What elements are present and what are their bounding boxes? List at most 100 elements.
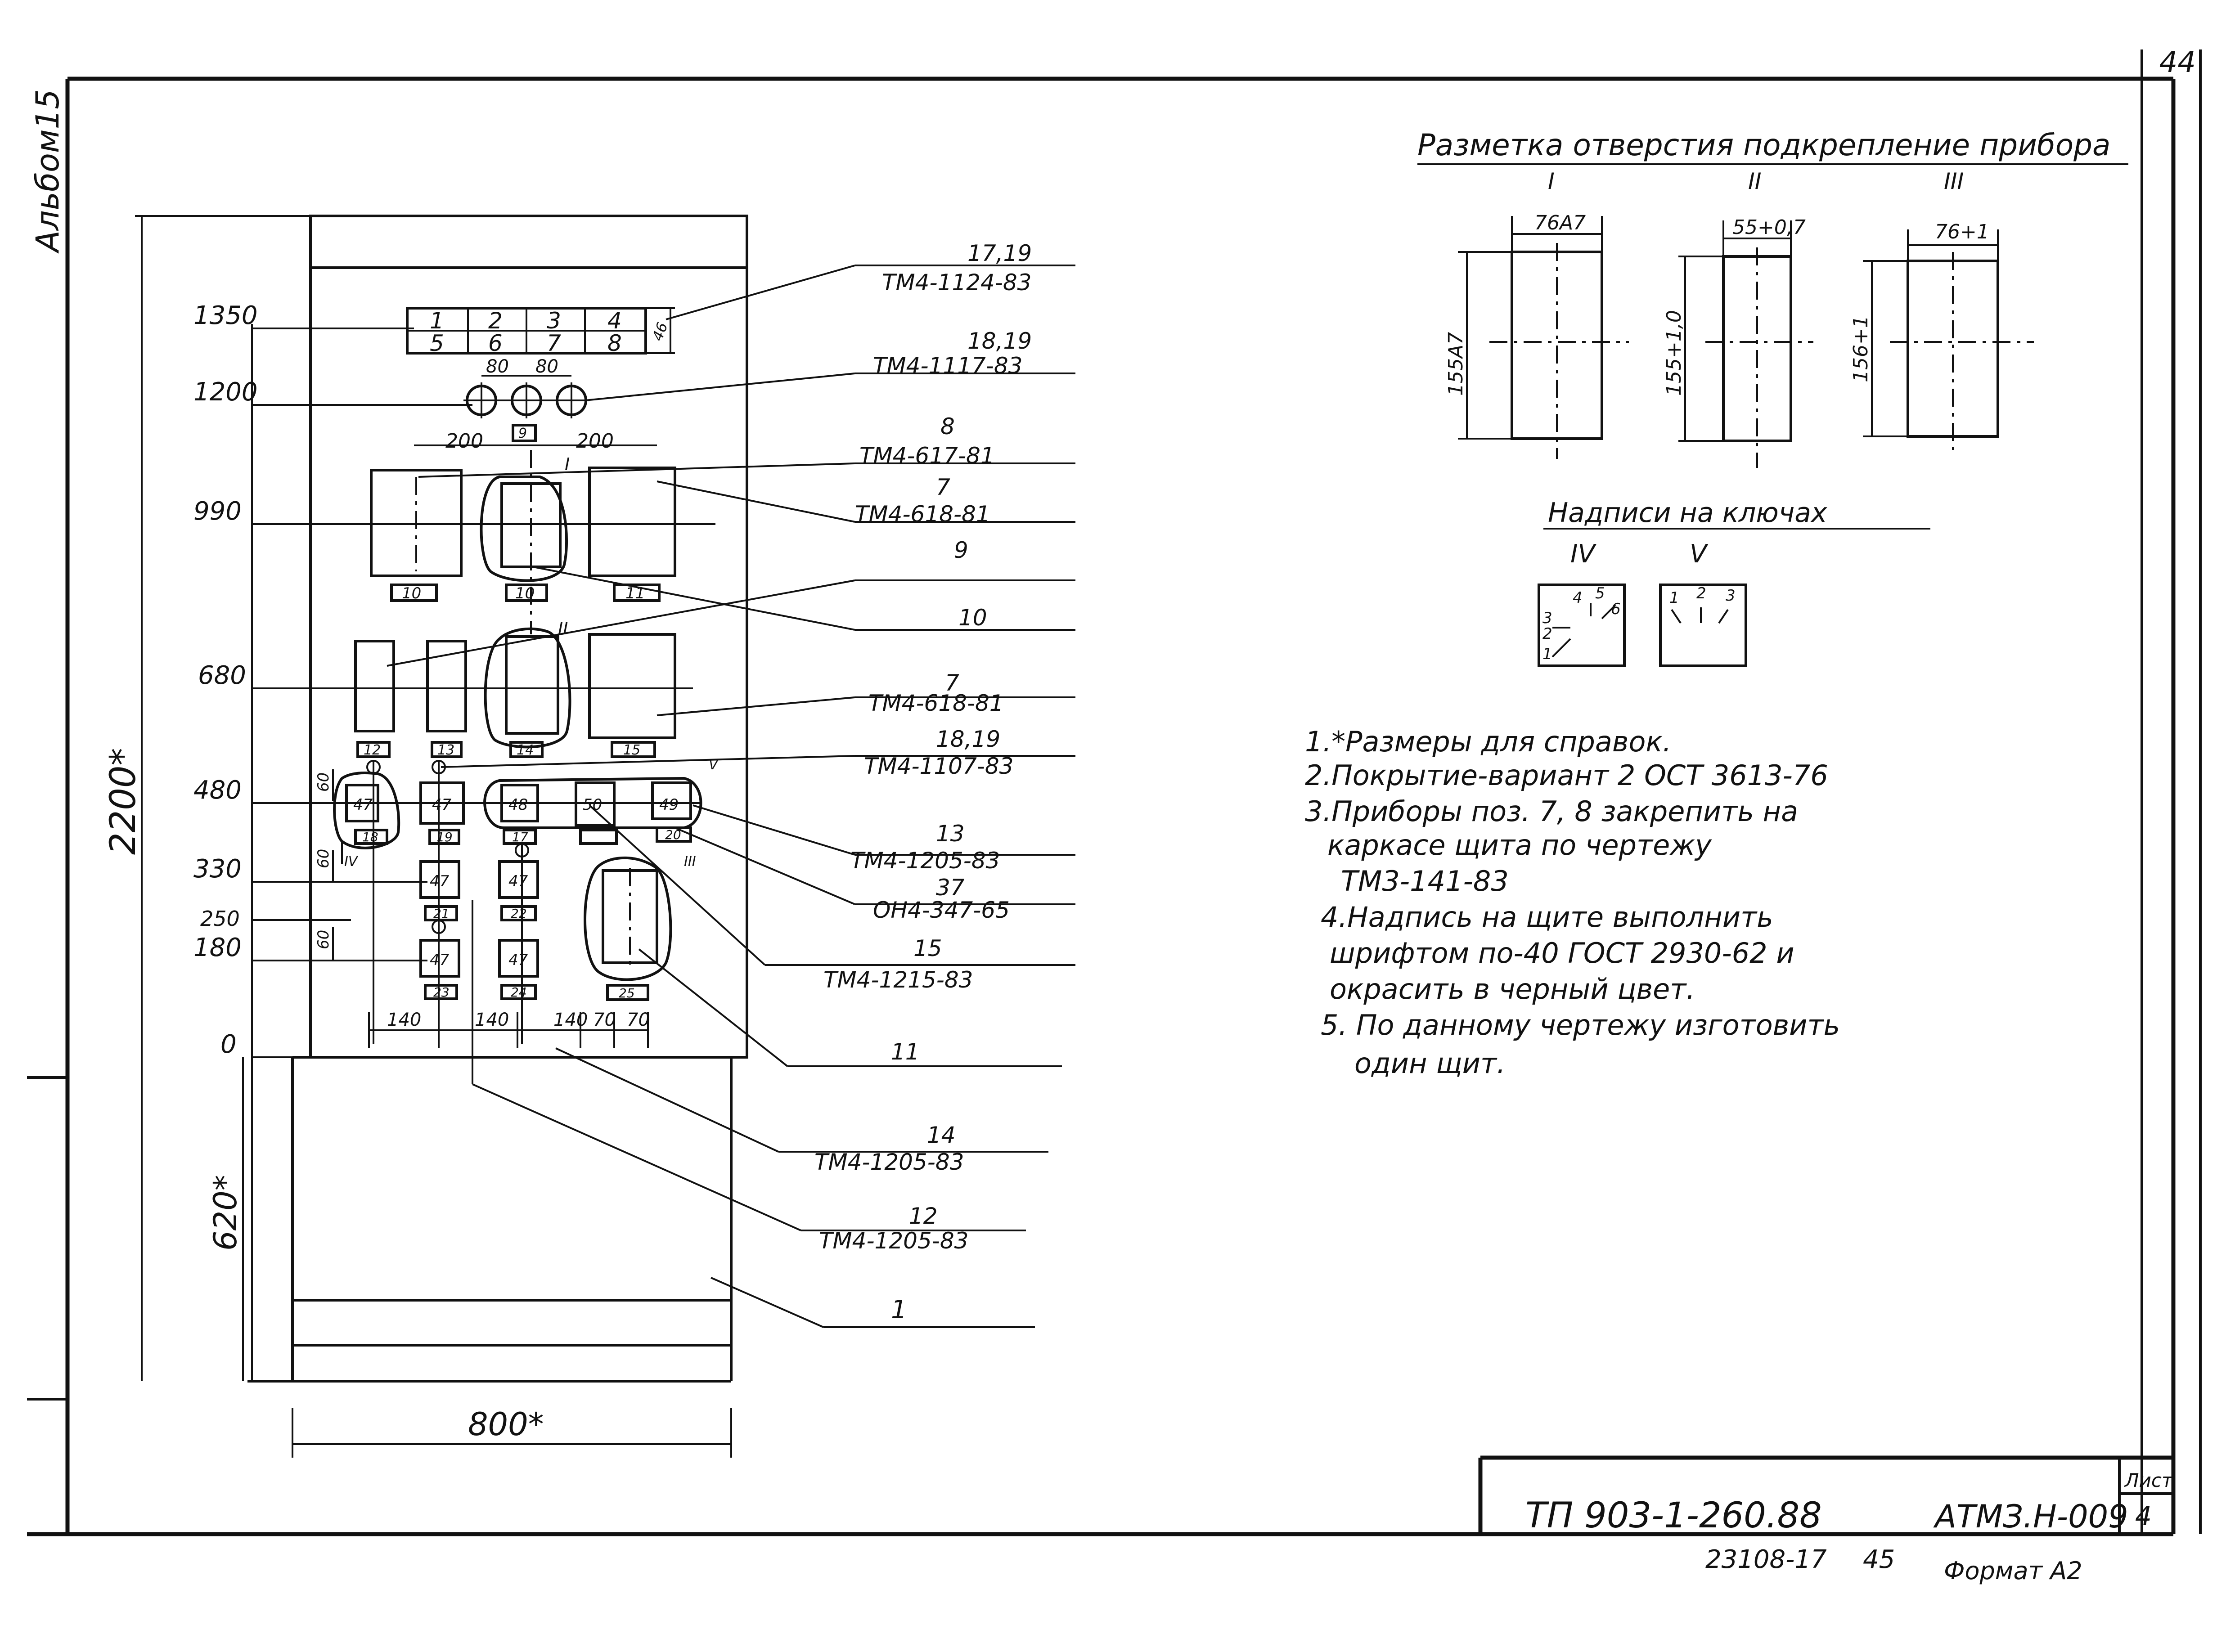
drawing-code: АТМЗ.Н-009 — [1933, 1498, 2128, 1535]
tag-10-left: 10 — [402, 584, 421, 602]
dim-140a: 140 — [387, 1010, 421, 1030]
key-IV-mark-4: 4 — [1573, 589, 1583, 607]
top-strip — [406, 307, 675, 355]
callout-code-11: ТМ4-1215-83 — [823, 967, 973, 993]
key-IV-mark-2: 2 — [1542, 625, 1552, 643]
strip-cell-4: 4 — [607, 308, 622, 334]
callout-code-10: ОН4-347-65 — [873, 897, 1010, 923]
cutout-I-roman: I — [1548, 168, 1555, 194]
list-number: 4 — [2135, 1501, 2152, 1531]
callout-code-8: ТМ4-1107-83 — [864, 753, 1013, 779]
callout-code-3: ТМ4-617-81 — [859, 443, 995, 469]
cutout-II-height: 155+1,0 — [1663, 310, 1686, 396]
callout-pos-12: 11 — [891, 1039, 920, 1065]
ref-IV-mark: IV — [344, 854, 359, 870]
device-47-e: 47 — [430, 951, 450, 969]
tag-19: 19 — [436, 830, 453, 844]
cutout-III — [1863, 229, 2034, 450]
key-V-roman: V — [1690, 539, 1709, 569]
callout-code-14: ТМ4-1205-83 — [819, 1228, 968, 1254]
key-V-mark-1: 1 — [1669, 589, 1679, 607]
callout-pos-13: 14 — [927, 1122, 956, 1148]
callout-pos-15: 1 — [891, 1295, 907, 1324]
callout-pos-7: 7 — [945, 670, 959, 696]
callout-pos-3: 8 — [940, 413, 955, 440]
tag-24: 24 — [511, 985, 527, 1000]
note-5-line-2: один щит. — [1354, 1047, 1506, 1080]
callout-code-9: ТМ4-1205-83 — [850, 848, 1000, 874]
ref-II-mark: II — [558, 619, 568, 638]
keys-title: Надписи на ключах — [1548, 497, 1827, 529]
level-680: 680 — [198, 661, 246, 690]
level-250: 250 — [200, 907, 240, 931]
strip-cell-6: 6 — [488, 330, 503, 356]
sheet-frame — [27, 49, 2202, 1536]
level-180: 180 — [193, 933, 242, 962]
callout-pos-2: 18,19 — [967, 328, 1032, 354]
level-0: 0 — [220, 1030, 237, 1059]
callout-code-4: ТМ4-618-81 — [855, 501, 990, 527]
ref-V-mark: V — [709, 757, 719, 773]
strip-cell-3: 3 — [547, 308, 561, 334]
cutout-I-width: 76А7 — [1534, 211, 1586, 234]
cutout-III-width: 76+1 — [1935, 220, 1989, 243]
strip-cell-2: 2 — [488, 308, 503, 334]
notes: 1.*Размеры для справок. 2.Покрытие-вариа… — [1305, 725, 1840, 1080]
device-47-c: 47 — [430, 872, 450, 890]
tag-17: 17 — [512, 830, 528, 844]
dim-70a: 70 — [593, 1010, 616, 1030]
leader-lines — [387, 265, 1075, 1328]
callout-code-7: ТМ4-618-81 — [868, 690, 1004, 716]
device-50: 50 — [583, 796, 602, 814]
cutouts-title: Разметка отверстия подкрепление прибора — [1417, 128, 2110, 162]
level-990: 990 — [193, 497, 242, 526]
dim-60c: 60 — [315, 930, 333, 949]
ref-I-mark: I — [565, 454, 570, 474]
dim-80b: 80 — [535, 356, 558, 377]
album-label: Альбом15 — [29, 89, 66, 254]
key-IV — [1538, 584, 1626, 667]
note-3-line-2: каркасе щита по чертежу — [1327, 829, 1712, 862]
tag-9: 9 — [518, 426, 527, 441]
note-4-line-1: 4.Надпись на щите выполнить — [1321, 901, 1773, 934]
sheet-sub: 45 — [1863, 1545, 1895, 1574]
note-2: 2.Покрытие-вариант 2 ОСТ 3613-76 — [1305, 759, 1828, 792]
callout-pos-8: 18,19 — [936, 726, 1000, 752]
level-lines — [251, 324, 472, 1381]
note-3-line-1: 3.Приборы поз. 7, 8 закрепить на — [1305, 795, 1798, 828]
key-IV-roman: IV — [1570, 539, 1597, 569]
dim-70b: 70 — [627, 1010, 650, 1030]
tag-10-center: 10 — [515, 584, 535, 602]
sheet-code: 23108-17 — [1705, 1545, 1827, 1574]
cutout-II-width: 55+0,7 — [1732, 216, 1806, 239]
project-code: ТП 903-1-260.88 — [1525, 1495, 1822, 1536]
note-4-line-3: окрасить в черный цвет. — [1330, 973, 1695, 1006]
panel-outline — [247, 215, 748, 1383]
callout-pos-10: 37 — [936, 875, 965, 901]
dim-200b: 200 — [576, 430, 614, 453]
cutout-II-roman: II — [1748, 168, 1762, 194]
note-5-line-1: 5. По данному чертежу изготовить — [1321, 1009, 1840, 1041]
level-330: 330 — [193, 854, 242, 884]
cutout-I-height: 155А7 — [1444, 332, 1467, 396]
tag-23: 23 — [433, 985, 450, 1000]
callout-pos-4: 7 — [936, 474, 950, 500]
format-label: Формат А2 — [1944, 1557, 2082, 1585]
cutout-III-roman: III — [1944, 168, 1964, 194]
page-number: 44 — [2159, 46, 2196, 79]
level-480: 480 — [193, 776, 242, 805]
tag-15: 15 — [623, 742, 640, 758]
strip-cell-7: 7 — [547, 330, 561, 356]
key-IV-mark-5: 5 — [1595, 584, 1605, 602]
cutout-III-height: 156+1 — [1849, 315, 1872, 382]
key-IV-mark-1: 1 — [1542, 645, 1552, 663]
tag-13: 13 — [437, 742, 454, 758]
device-47-a: 47 — [353, 796, 373, 814]
overall-dimensions — [135, 215, 732, 1458]
note-1: 1.*Размеры для справок. — [1305, 725, 1672, 758]
tag-25: 25 — [619, 986, 635, 1001]
callout-code-13: ТМ4-1205-83 — [814, 1149, 964, 1175]
note-3-line-3: ТМ3-141-83 — [1341, 865, 1509, 898]
title-block — [1478, 1455, 2173, 1534]
